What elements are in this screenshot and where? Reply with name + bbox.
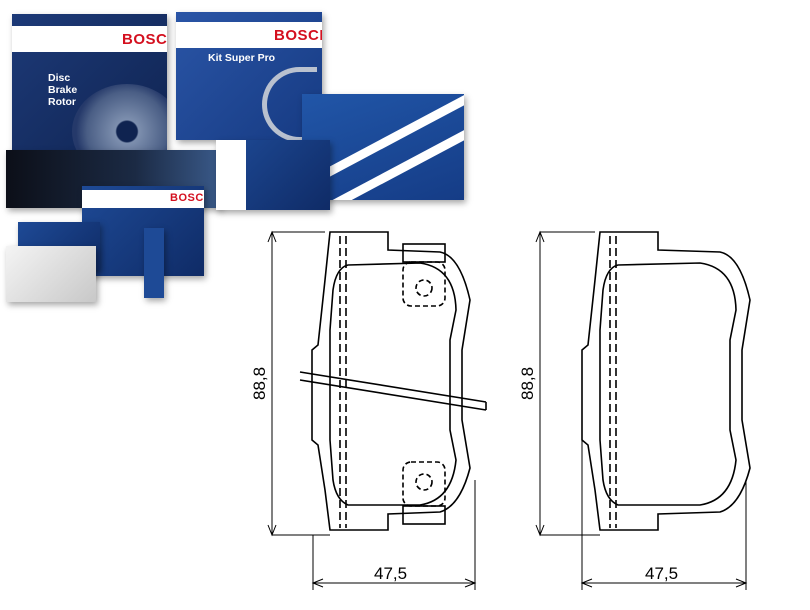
left-height-label: 88,8 — [250, 367, 269, 400]
right-pad — [535, 230, 751, 590]
right-height-label: 88,8 — [518, 367, 537, 400]
brand-logo: BOSCH — [122, 31, 167, 48]
box-title: Disc Brake Rotor — [48, 72, 78, 108]
left-width-label: 47,5 — [374, 564, 407, 583]
kit-super-pro-box: BOSCH Kit Super Pro — [176, 12, 322, 140]
brake-shoe-image — [262, 67, 317, 140]
pad-backplate-outline — [581, 231, 751, 531]
clip-top — [402, 243, 446, 263]
disc-brake-rotor-box: BOSCH Disc Brake Rotor — [12, 14, 167, 162]
brake-pads-box — [216, 140, 330, 210]
friction-material-outline — [329, 262, 457, 506]
wear-sensor-wire — [299, 371, 487, 411]
brand-logo: BOSCH — [170, 192, 204, 204]
right-width-label: 47,5 — [645, 564, 678, 583]
left-pad — [267, 230, 487, 590]
narrow-box — [144, 228, 164, 298]
pad-backplate-outline — [311, 231, 471, 531]
silver-box — [6, 246, 96, 302]
clip-bottom — [402, 505, 446, 525]
box-title: Kit Super Pro — [208, 52, 276, 64]
spark-plug-box: BOSCH — [82, 186, 204, 276]
friction-material-outline — [599, 262, 737, 506]
brand-logo: BOSCH — [274, 27, 322, 44]
rotor-image — [72, 84, 167, 162]
